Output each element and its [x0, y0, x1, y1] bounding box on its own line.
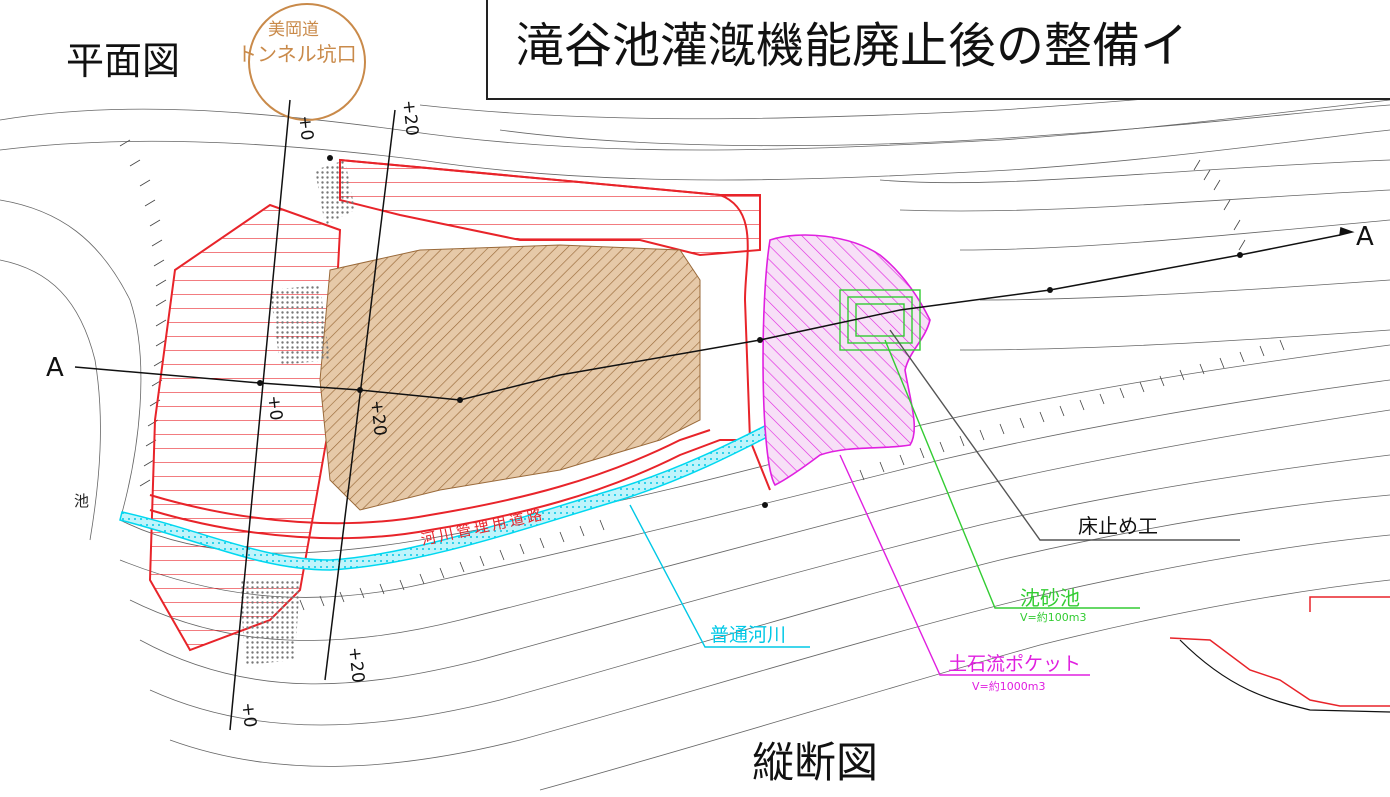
- ordinary-river-label: 普通河川: [710, 624, 787, 646]
- debris-pocket: [762, 234, 931, 487]
- gravel-area-mid: [270, 285, 330, 365]
- pond-label: 池: [74, 492, 90, 510]
- slope-hachures: [119, 139, 1285, 611]
- callout-leaders: [629, 329, 1240, 676]
- chainage-bottom-left: +0: [237, 701, 260, 729]
- tunnel-portal-marker: [248, 3, 366, 121]
- debris-pocket-volume: V=約1000m3: [972, 680, 1046, 693]
- chainage-top-left: +0: [294, 114, 317, 142]
- main-title-box: 滝谷池灌漑機能廃止後の整備イ: [486, 0, 1390, 100]
- section-line-a-a: [74, 226, 1355, 401]
- profile-view-title: 縦断図: [752, 738, 879, 787]
- chainage-top-right: +20: [398, 99, 422, 137]
- embankment-upper-band: [339, 158, 761, 257]
- tunnel-label-line2: トンネル坑口: [237, 42, 357, 66]
- survey-points: [257, 155, 1243, 508]
- main-title: 滝谷池灌漑機能廃止後の整備イ: [516, 18, 1189, 74]
- chainage-bottom-right: +20: [344, 646, 368, 684]
- chainage-mid-left: +0: [263, 394, 286, 422]
- section-label-a-right: A: [1356, 222, 1374, 252]
- sand-pond-label: 沈砂池: [1020, 586, 1080, 610]
- plan-view-title: 平面図: [66, 39, 181, 83]
- profile-section-preview: [1169, 596, 1390, 713]
- fill-area: [319, 244, 701, 511]
- debris-pocket-label: 土石流ポケット: [948, 653, 1082, 675]
- chainage-lines: [229, 99, 396, 731]
- chainage-mid-right: +20: [366, 399, 390, 437]
- tunnel-label-line1: 美岡道: [268, 20, 319, 40]
- floor-stop-label: 床止め工: [1078, 514, 1158, 538]
- sand-pond-volume: V=約100m3: [1020, 611, 1087, 624]
- gravel-area-top: [315, 160, 355, 225]
- section-label-a-left: A: [46, 353, 64, 383]
- gravel-area-bottom: [240, 580, 300, 665]
